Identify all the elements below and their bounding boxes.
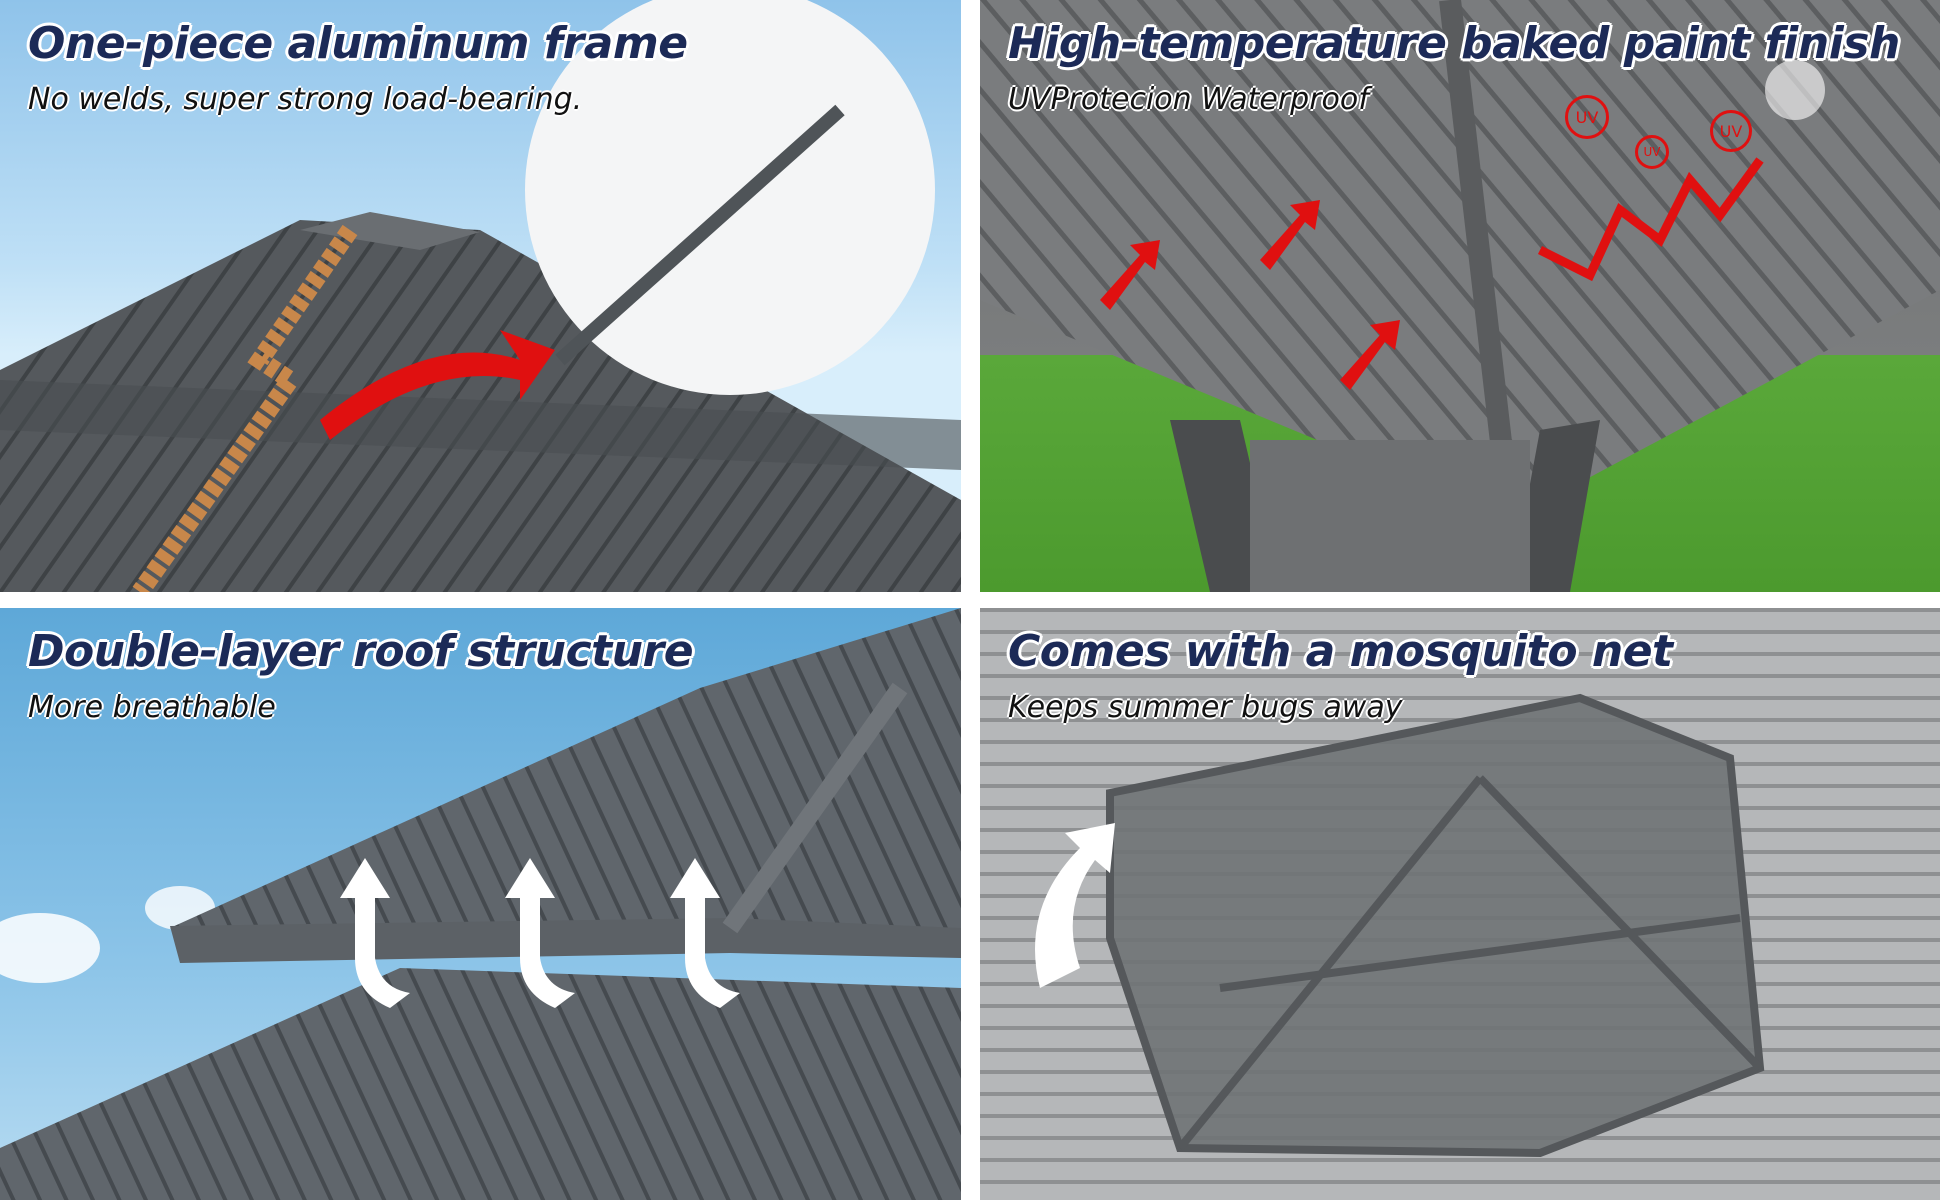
panel-paint-finish: UV UV UV High-temperature baked paint fi… (980, 0, 1940, 592)
uv-badge: UV (1710, 110, 1752, 152)
uv-badge: UV (1635, 135, 1669, 169)
roof-illustration (0, 608, 961, 1200)
roof-illustration (980, 0, 1940, 592)
uv-badge: UV (1565, 95, 1609, 139)
panel-title: Comes with a mosquito net (1008, 626, 1673, 677)
panel-subtitle: More breathable (28, 690, 276, 725)
panel-subtitle: UVProtecion Waterproof (1008, 82, 1369, 117)
panel-double-layer: Double-layer roof structure More breatha… (0, 608, 961, 1200)
panel-subtitle: Keeps summer bugs away (1008, 690, 1403, 725)
panel-title: High-temperature baked paint finish (1008, 18, 1900, 69)
panel-aluminum-frame: One-piece aluminum frame No welds, super… (0, 0, 961, 592)
roof-illustration (980, 608, 1940, 1200)
panel-title: Double-layer roof structure (28, 626, 694, 677)
panel-mosquito-net: Comes with a mosquito net Keeps summer b… (980, 608, 1940, 1200)
panel-title: One-piece aluminum frame (28, 18, 688, 69)
roof-illustration (0, 0, 961, 592)
panel-subtitle: No welds, super strong load-bearing. (28, 82, 583, 117)
